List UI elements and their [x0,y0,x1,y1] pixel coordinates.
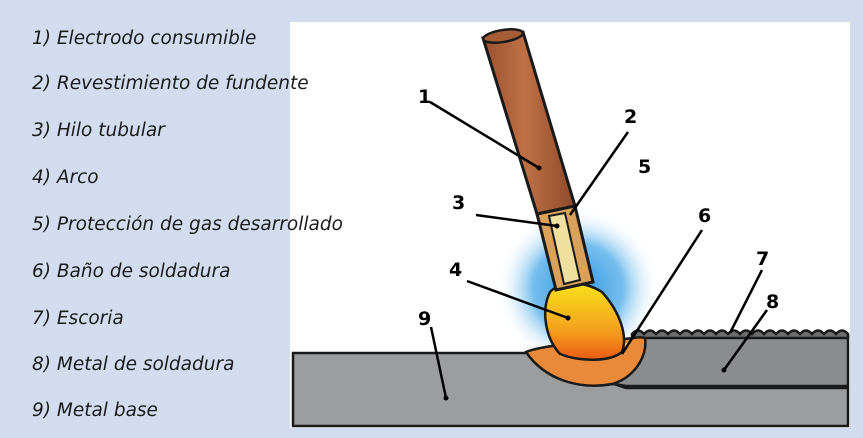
callout-9: 9 [418,308,431,330]
callout-8: 8 [766,291,779,313]
legend-item: 5) Protección de gas desarrollado [32,214,343,235]
legend-item: 6) Baño de soldadura [32,261,231,282]
legend-item: 7) Escoria [32,308,124,329]
legend-item: 2) Revestimiento de fundente [32,73,309,94]
legend-item: 9) Metal base [32,400,158,421]
callout-1: 1 [418,86,431,108]
electrode-top [481,28,525,44]
callout-2: 2 [624,106,637,128]
legend-item: 8) Metal de soldadura [32,354,235,375]
callout-5: 5 [638,156,651,178]
legend-item: 3) Hilo tubular [32,120,165,141]
callout-4: 4 [449,259,462,281]
leader-lines [429,100,769,399]
consumable-electrode [481,30,577,216]
callout-6: 6 [698,205,711,227]
legend-item: 1) Electrodo consumible [32,28,257,49]
tubular-wire [547,211,582,286]
legend-item: 4) Arco [32,167,99,188]
slag [630,329,850,340]
callout-7: 7 [756,248,769,270]
callout-3: 3 [452,192,465,214]
leader-dots [443,165,727,401]
